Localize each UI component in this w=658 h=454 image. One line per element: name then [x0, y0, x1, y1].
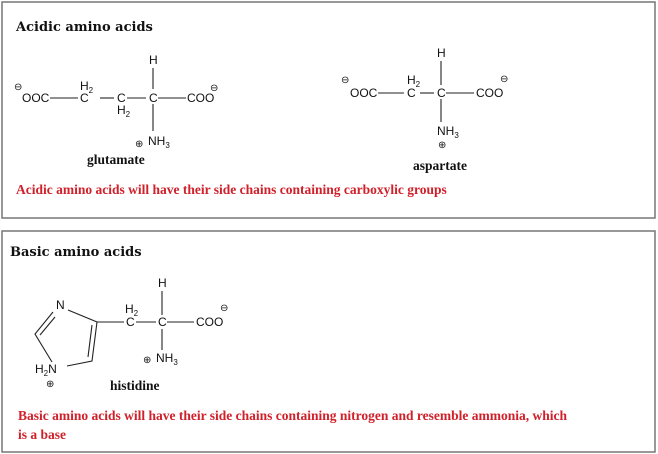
- acidic-note: Acidic amino acids will have their side …: [16, 182, 447, 197]
- right-carboxylate: COO: [476, 86, 503, 100]
- ch2-carbon: C: [126, 315, 135, 329]
- histidine-label: histidine: [110, 378, 160, 393]
- amino-group: NH3: [148, 134, 170, 150]
- histidine-structure: N H2N ⊕ H2 C C COO ⊖ H ⊕ NH3 histidine: [34, 276, 228, 393]
- ch2-carbon: C: [407, 86, 416, 100]
- basic-panel-border: [1, 230, 656, 453]
- glutamate-label: glutamate: [87, 152, 145, 167]
- alpha-carbon: C: [149, 91, 158, 105]
- amino-group: NH3: [437, 124, 459, 140]
- plus-charge: ⊕: [135, 139, 143, 150]
- alpha-carbon: C: [158, 315, 167, 329]
- acidic-heading: Acidic amino acids: [15, 20, 153, 35]
- minus-charge: ⊖: [500, 74, 508, 85]
- alpha-carbon: C: [437, 86, 446, 100]
- aspartate-label: aspartate: [413, 158, 467, 173]
- minus-charge: ⊖: [341, 75, 349, 86]
- minus-charge: ⊖: [14, 82, 22, 93]
- right-carboxylate: COO: [196, 315, 223, 329]
- glutamate-structure: ⊖ OOC C H2 C H2 C COO ⊖ H ⊕ NH3 glutamat…: [14, 53, 218, 167]
- minus-charge: ⊖: [210, 83, 218, 94]
- amino-group: NH3: [156, 351, 178, 367]
- left-carboxylate: OOC: [22, 91, 50, 105]
- acidic-panel: Acidic amino acids ⊖ OOC C H2 C H2 C COO…: [1, 1, 656, 219]
- aspartate-structure: ⊖ OOC C H2 C COO ⊖ H NH3 ⊕ aspartate: [341, 46, 508, 173]
- right-carboxylate: COO: [187, 91, 214, 105]
- ch2-carbon: C: [80, 91, 89, 105]
- basic-note-line2: is a base: [18, 427, 66, 442]
- left-carboxylate: OOC: [350, 86, 378, 100]
- basic-note-line1: Basic amino acids will have their side c…: [18, 408, 568, 423]
- h-atom: H: [437, 46, 446, 60]
- ch2-carbon: C: [117, 91, 126, 105]
- basic-panel: Basic amino acids N H2N ⊕ H2 C C COO ⊖ H…: [1, 230, 656, 453]
- h-atom: H: [149, 53, 158, 67]
- h-atom: H: [158, 276, 167, 290]
- plus-charge: ⊕: [46, 379, 54, 390]
- ring-amine: H2N: [35, 362, 57, 378]
- basic-heading: Basic amino acids: [10, 245, 142, 260]
- acidic-panel-border: [1, 1, 656, 219]
- ring-nitrogen: N: [56, 298, 65, 312]
- minus-charge: ⊖: [220, 303, 228, 314]
- plus-charge: ⊕: [438, 140, 446, 151]
- plus-charge: ⊕: [143, 355, 151, 366]
